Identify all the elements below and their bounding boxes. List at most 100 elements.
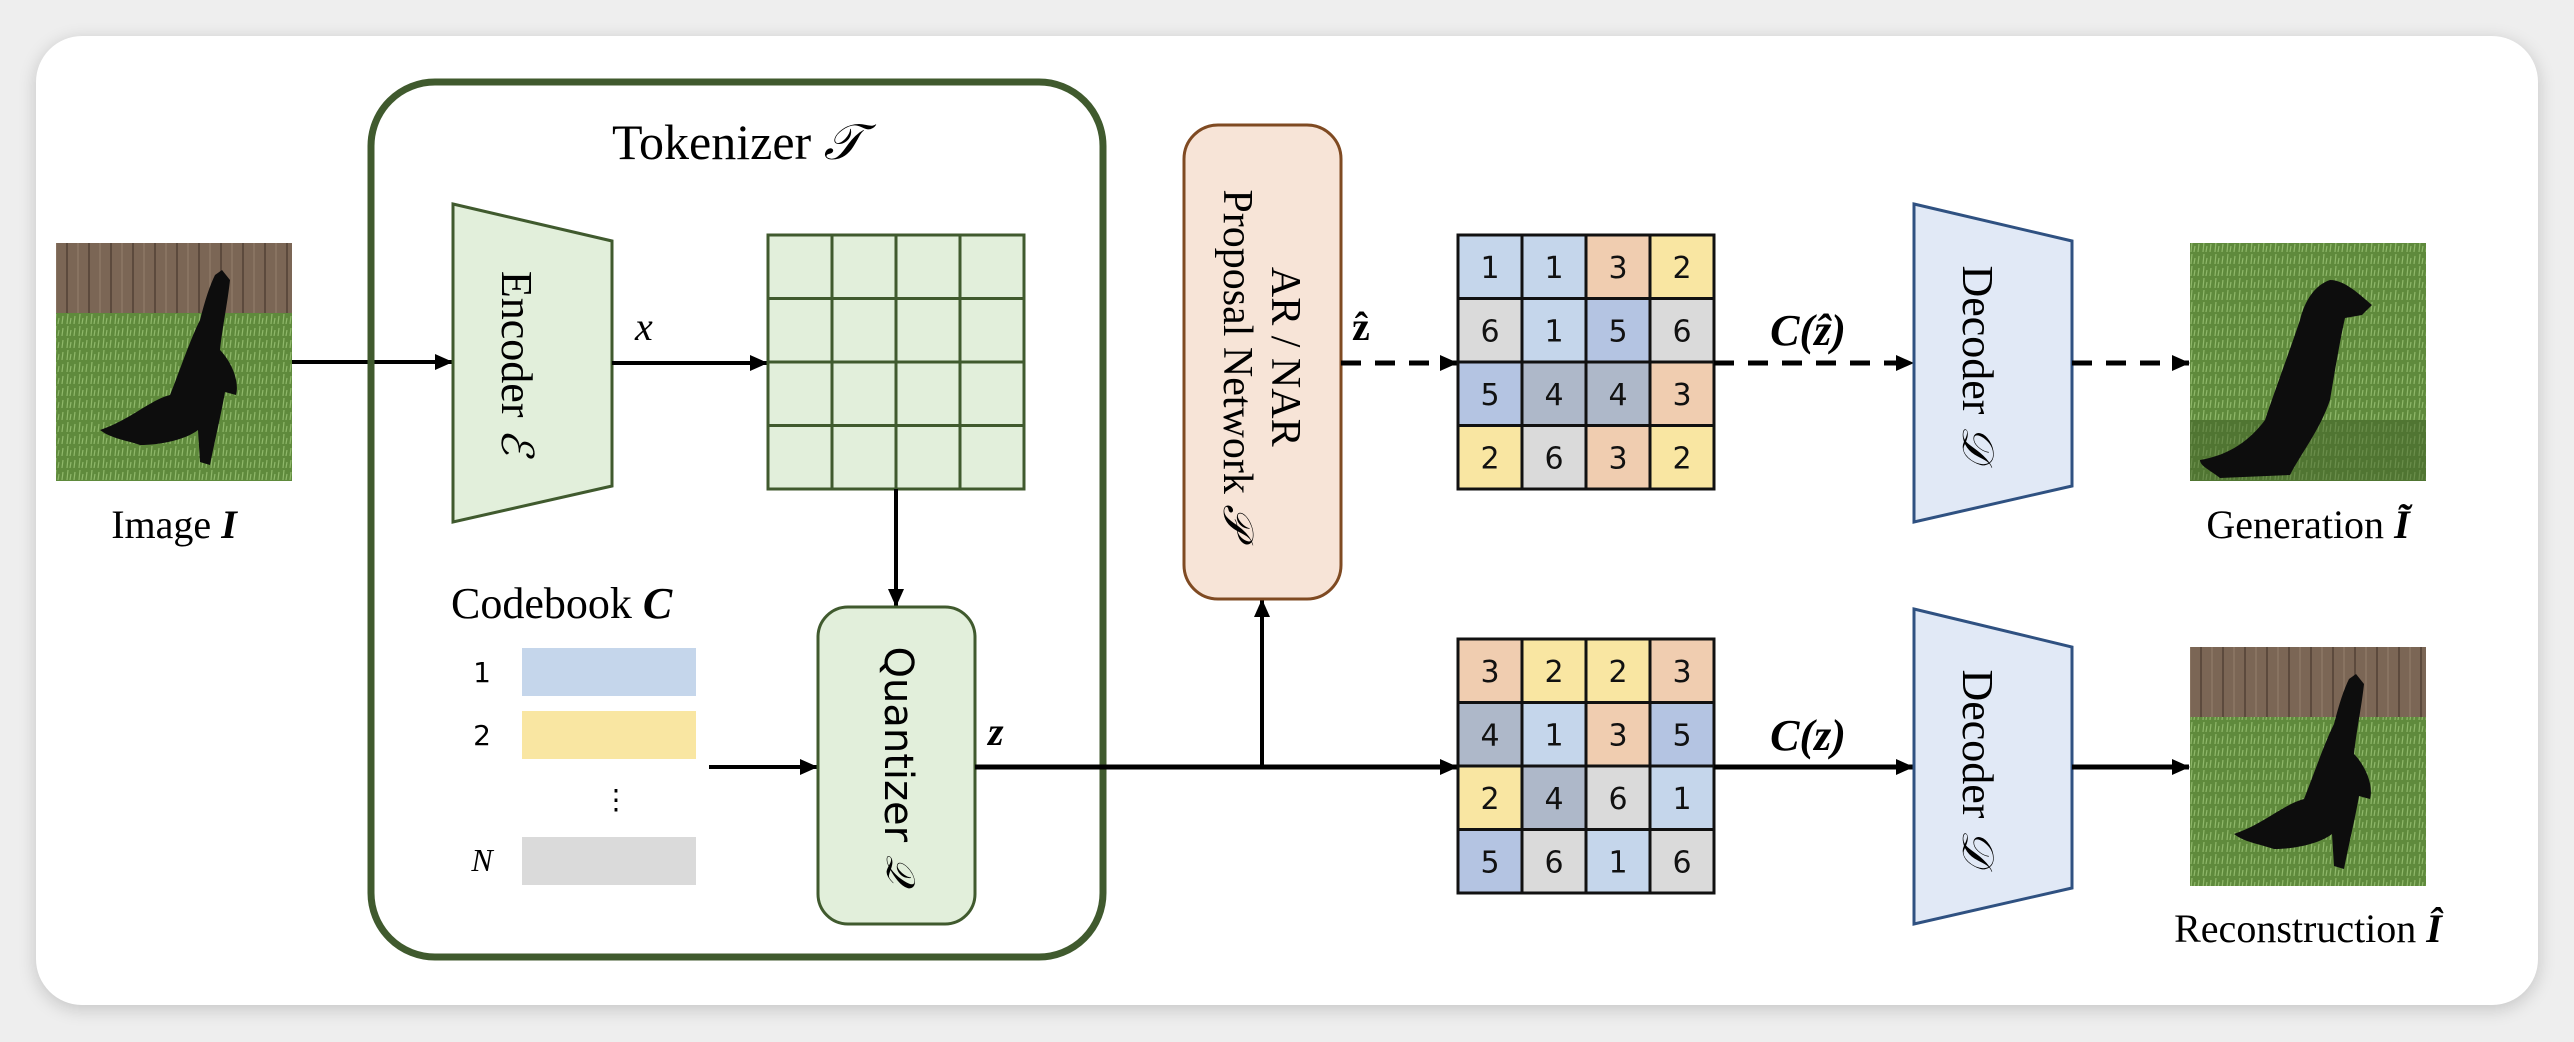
generation-code-label: C(ẑ): [1770, 306, 1846, 355]
token-value: 3: [1608, 441, 1627, 476]
token-value: 6: [1480, 314, 1499, 349]
token-value: 1: [1544, 251, 1563, 286]
codebook-ellipsis: ⋮: [602, 783, 630, 816]
quantizer-label: Quantizer 𝒬: [875, 647, 923, 890]
token-cell: [1648, 637, 1716, 704]
token-value: 5: [1480, 845, 1499, 880]
generation-image: [2190, 243, 2426, 481]
encoder-output-label: x: [634, 304, 653, 349]
tokenizer-title: Tokenizer 𝒯: [612, 114, 877, 170]
token-value: 2: [1480, 782, 1499, 817]
codebook-entry-bar: [522, 837, 696, 885]
decoder-block-reconstruction: [1912, 607, 2074, 926]
feature-cell: [894, 360, 962, 427]
proposal-output-label: ẑ: [1352, 304, 1370, 349]
feature-cell: [766, 297, 834, 364]
dog-silhouette: [100, 270, 237, 465]
dog-silhouette: [2200, 280, 2372, 478]
encoder-block: [451, 202, 614, 524]
token-value: 6: [1544, 845, 1563, 880]
token-value: 3: [1608, 251, 1627, 286]
feature-cell: [830, 424, 898, 491]
input-image-label: Image I: [111, 502, 238, 547]
decoder-label-generation: Decoder 𝒟: [1953, 265, 2002, 468]
codebook-entry-bar: [522, 648, 696, 696]
token-cell: [1648, 828, 1716, 895]
feature-cell: [766, 233, 834, 300]
feature-cell: [766, 424, 834, 491]
decoder-label-reconstruction: Decoder 𝒟: [1953, 669, 2002, 872]
token-cell: [1584, 701, 1652, 768]
token-cell: [1456, 424, 1524, 491]
tokenizer-box: [367, 78, 1107, 961]
token-cell: [1648, 764, 1716, 831]
token-value: 4: [1480, 718, 1499, 753]
feature-cell: [958, 233, 1026, 300]
token-cell: [1584, 637, 1652, 704]
token-cell: [1648, 424, 1716, 491]
codebook-entry-index: 1: [473, 656, 491, 689]
codebook-entry-bar: [522, 711, 696, 759]
feature-cell: [894, 424, 962, 491]
token-value: 3: [1608, 718, 1627, 753]
quantizer-output-label: z: [986, 709, 1004, 754]
token-cell: [1520, 360, 1588, 427]
token-cell: [1648, 297, 1716, 364]
feature-cell: [958, 360, 1026, 427]
feature-cell: [894, 233, 962, 300]
reconstruction-label: Reconstruction Î: [2174, 906, 2444, 951]
codebook-entry-index: 2: [473, 719, 491, 752]
token-cell: [1648, 701, 1716, 768]
reconstruction-code-label: C(z): [1770, 711, 1846, 760]
token-value: 5: [1608, 314, 1627, 349]
token-value: 5: [1672, 718, 1691, 753]
codebook-entries: 1 2 ⋮ N: [470, 648, 696, 885]
token-value: 4: [1544, 782, 1563, 817]
token-value: 3: [1672, 378, 1691, 413]
feature-cell: [894, 297, 962, 364]
input-image: [56, 243, 292, 481]
encoder-label: Encoder ℰ: [492, 271, 541, 460]
feature-cell: [830, 360, 898, 427]
token-value: 6: [1608, 782, 1627, 817]
token-value: 2: [1672, 441, 1691, 476]
token-value: 2: [1672, 251, 1691, 286]
feature-cell: [830, 297, 898, 364]
reconstructed-token-grid: 3 2 2 3 4 1 3 5 2 4 6 1 5 6 1 6: [1456, 637, 1716, 895]
token-value: 1: [1608, 845, 1627, 880]
feature-cell: [830, 233, 898, 300]
codebook-entry-index: N: [470, 842, 494, 878]
generation-label: Generation Ĩ: [2206, 502, 2413, 547]
token-cell: [1456, 828, 1524, 895]
token-cell: [1584, 828, 1652, 895]
token-value: 5: [1480, 378, 1499, 413]
token-cell: [1584, 297, 1652, 364]
token-value: 1: [1480, 251, 1499, 286]
feature-cell: [766, 360, 834, 427]
proposal-network-label: AR / NAR Proposal Network 𝒫: [1214, 189, 1308, 545]
token-cell: [1520, 764, 1588, 831]
token-value: 6: [1672, 845, 1691, 880]
token-value: 2: [1544, 655, 1563, 690]
dog-silhouette: [2234, 674, 2371, 869]
token-value: 3: [1480, 655, 1499, 690]
decoder-block-generation: [1912, 202, 2074, 524]
token-value: 3: [1672, 655, 1691, 690]
token-value: 2: [1480, 441, 1499, 476]
token-value: 1: [1544, 718, 1563, 753]
reconstruction-image: [2190, 647, 2426, 886]
token-value: 2: [1608, 655, 1627, 690]
codebook-title: Codebook C: [451, 579, 673, 628]
feature-cell: [958, 297, 1026, 364]
token-cell: [1584, 424, 1652, 491]
feature-grid: [766, 233, 1026, 491]
token-cell: [1456, 637, 1524, 704]
token-value: 1: [1544, 314, 1563, 349]
token-value: 6: [1672, 314, 1691, 349]
token-value: 1: [1672, 782, 1691, 817]
feature-cell: [958, 424, 1026, 491]
token-value: 4: [1544, 378, 1563, 413]
token-value: 6: [1544, 441, 1563, 476]
